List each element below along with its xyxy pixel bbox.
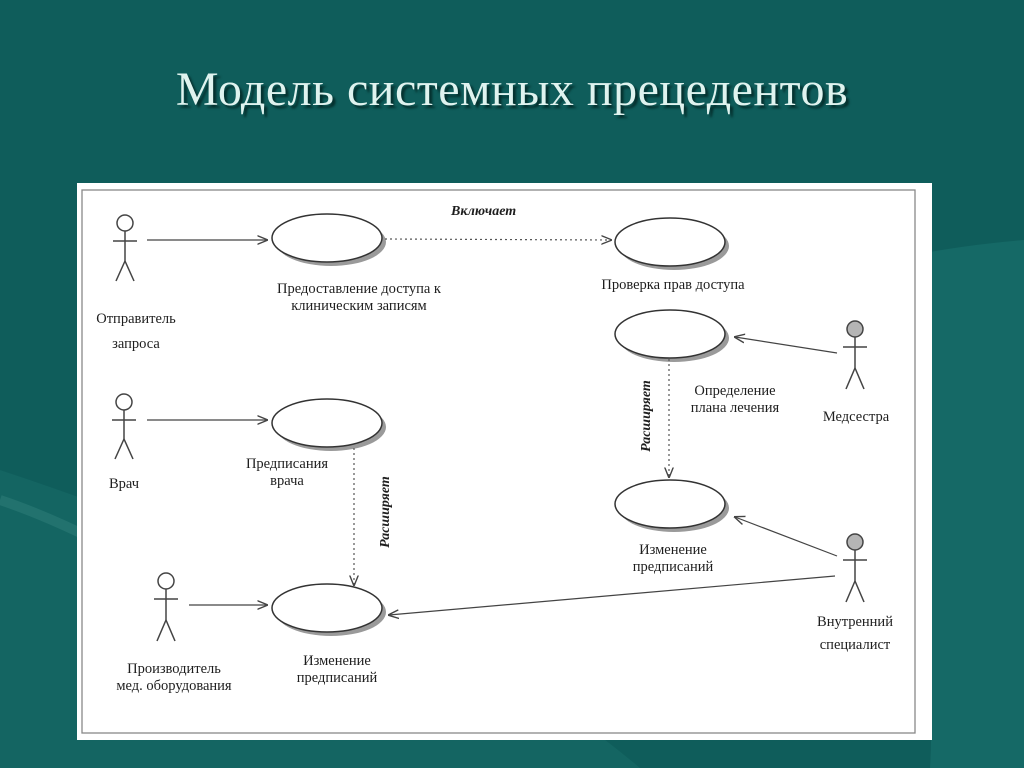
include-dependency	[384, 239, 611, 240]
actor-nurse	[843, 320, 867, 390]
use-case-label-doctor-orders: Предписания врача	[245, 456, 329, 489]
actor-specialist	[843, 533, 867, 603]
actor-label-requester: Отправитель запроса	[96, 311, 176, 352]
use-case-access-records	[271, 213, 386, 266]
actor-requester	[113, 214, 137, 282]
extend-label-left: Расширяет	[378, 476, 393, 548]
include-label: Включает	[451, 204, 517, 219]
actor-label-specialist: Внутренний специалист	[817, 614, 893, 653]
use-case-label-change-orders-right: Изменение предписаний	[632, 542, 714, 575]
use-case-check-access	[614, 217, 729, 270]
use-case-change-orders-left	[271, 583, 386, 636]
use-case-label-access-records: Предоставление доступа к клиническим зап…	[277, 281, 441, 314]
association-specialist-change	[735, 517, 838, 557]
use-case-treatment-plan	[614, 309, 729, 362]
use-case-doctor-orders	[271, 398, 386, 451]
use-case-label-check-access: Проверка прав доступа	[601, 277, 745, 293]
use-case-label-change-orders-left: Изменение предписаний	[296, 653, 378, 686]
use-case-diagram: Включает Расширяет Расширяет Предоставле…	[77, 183, 932, 740]
association-specialist-change-left	[389, 575, 836, 615]
actor-label-nurse: Медсестра	[822, 409, 890, 425]
association-nurse-plan	[735, 337, 838, 354]
actor-label-doctor: Врач	[108, 476, 140, 492]
diagram-canvas	[81, 189, 916, 734]
page-title: Модель системных прецедентов	[175, 63, 849, 116]
actor-manufacturer	[154, 572, 178, 642]
actor-doctor	[112, 393, 136, 460]
actor-label-manufacturer: Производитель мед. оборудования	[116, 661, 232, 694]
extend-label-right: Расширяет	[639, 380, 654, 452]
use-case-label-treatment-plan: Определение плана лечения	[690, 383, 780, 416]
use-case-change-orders-right	[614, 479, 729, 532]
